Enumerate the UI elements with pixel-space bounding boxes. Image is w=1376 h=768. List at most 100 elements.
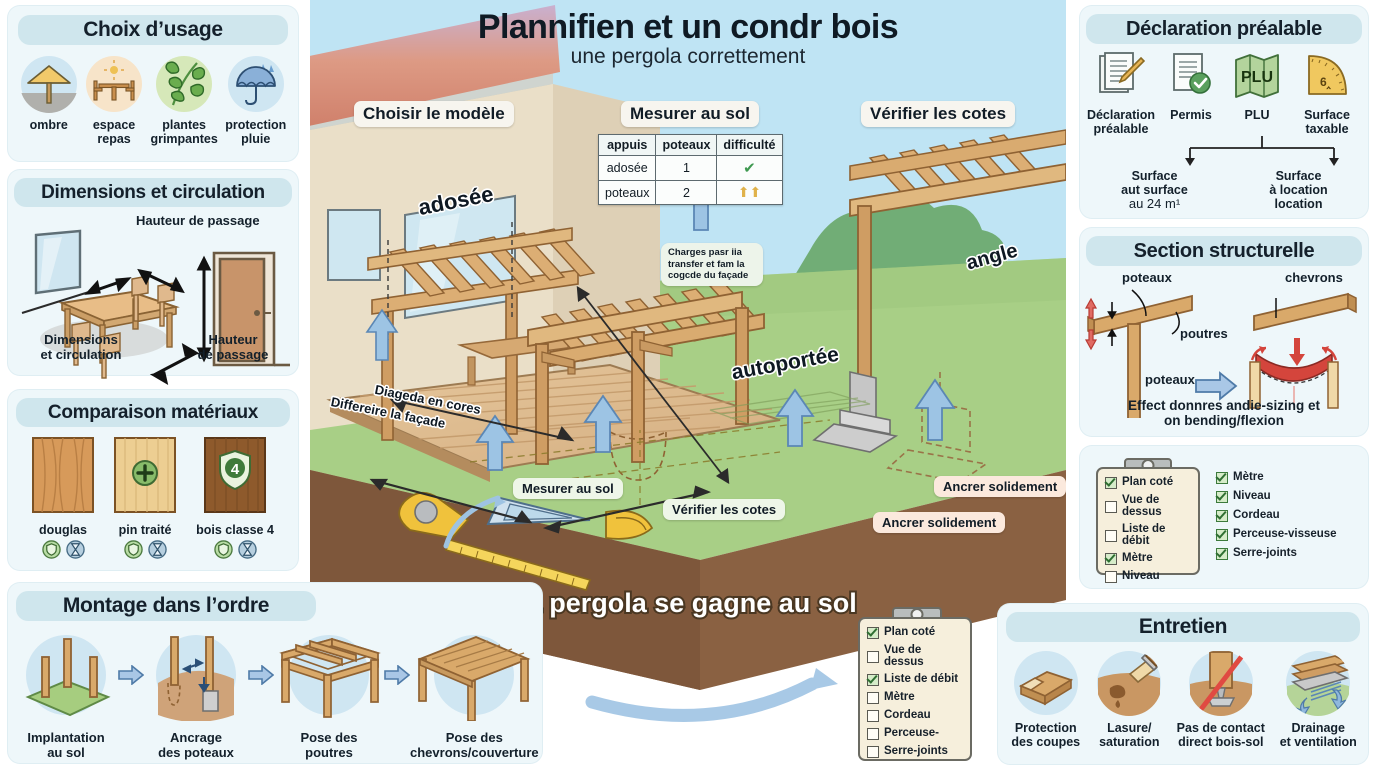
checklist-item[interactable]: Vue de dessus (1105, 494, 1191, 518)
declaration-item-permis[interactable]: Permis (1160, 52, 1222, 122)
wood-swatch-douglas-icon (32, 437, 95, 513)
checklist-item[interactable]: Niveau (1105, 571, 1191, 583)
parasol-icon (20, 56, 77, 113)
panel-choix-usage-heading: Choix d’usage (18, 15, 288, 45)
climbing-plants-icon (156, 56, 213, 112)
usage-item-ombre[interactable]: ombre (20, 55, 78, 132)
material-item-bois-classe-4[interactable]: 4 bois classe 4 (196, 437, 274, 559)
checkbox-checked-icon[interactable] (867, 627, 879, 639)
checklist-item[interactable]: Mètre (1216, 472, 1337, 484)
checklist-item[interactable]: Mètre (1105, 553, 1191, 565)
material-item-douglas[interactable]: douglas (32, 437, 95, 559)
callout-line-3: cogcde du façade (668, 270, 749, 282)
umbrella-rain-icon (227, 56, 284, 112)
checkbox-icon[interactable] (867, 728, 879, 740)
checklist-item-label: Serre-joints (1233, 547, 1297, 560)
checklist-item[interactable]: Plan coté (1105, 477, 1191, 489)
scene-banner-text: la pergola se gagne au sol (519, 588, 857, 618)
checkbox-checked-icon[interactable] (1216, 510, 1228, 522)
checkbox-checked-icon[interactable] (1216, 529, 1228, 541)
checklist-item[interactable]: Mètre (867, 692, 963, 704)
checkbox-checked-icon[interactable] (1105, 553, 1117, 565)
material-item-pin-traite[interactable]: pin traité (114, 437, 177, 559)
panel-materiaux: Comparaison matériaux douglas (8, 390, 298, 570)
wood-swatch-classe4-icon: 4 (204, 437, 267, 513)
checkbox-checked-icon[interactable] (867, 674, 879, 686)
posts-on-ground-icon (25, 635, 111, 717)
checklist-item-label: Cordeau (1233, 509, 1280, 522)
panel-section-structurelle: Section structurelle (1080, 228, 1368, 436)
td-appuis-adossee: adosée (597, 155, 657, 181)
usage-item-label: ombre (29, 118, 68, 132)
checkbox-checked-icon[interactable] (1216, 548, 1228, 560)
dimensions-illustration: Hauteur de passage (8, 207, 298, 386)
shield-icon (123, 540, 143, 559)
checklist-item-label: Plan coté (884, 626, 936, 639)
checkbox-checked-icon[interactable] (1216, 472, 1228, 484)
svg-text:6‸: 6‸ (1320, 75, 1332, 90)
checklist-item[interactable]: Plan coté (867, 627, 963, 639)
checklist-item[interactable]: Serre-joints (1216, 548, 1337, 560)
checklist-item[interactable]: Cordeau (1216, 510, 1337, 522)
check-icon: ✔ (716, 155, 783, 181)
table-row: poteaux 2 ⬆⬆ (597, 180, 783, 205)
panel-section-heading: Section structurelle (1086, 236, 1362, 266)
page-title: Plannifien et un condr bois (477, 8, 899, 46)
entretien-item-lasure[interactable]: Lasure/saturation (1090, 650, 1170, 749)
checkbox-checked-icon[interactable] (1216, 491, 1228, 503)
checklist-item-label: Niveau (1233, 490, 1271, 503)
arrow-right-icon (118, 664, 145, 690)
checklist-item-label: Mètre (1233, 471, 1264, 484)
dimensions-svg (21, 229, 290, 386)
checkbox-icon[interactable] (867, 692, 879, 704)
checkbox-icon[interactable] (867, 710, 879, 722)
checklist-item[interactable]: Cordeau (867, 710, 963, 722)
checkbox-icon[interactable] (867, 650, 879, 663)
checkbox-icon[interactable] (867, 746, 879, 758)
checklist-item[interactable]: Liste de débit (1105, 523, 1191, 547)
main-illustration: la pergola se gagne au sol Choisir le mo… (310, 0, 1066, 768)
checkbox-icon[interactable] (1105, 500, 1117, 513)
checkbox-icon[interactable] (1105, 529, 1117, 542)
checklist-item[interactable]: Perceuse-visseuse (1216, 529, 1337, 541)
materiaux-items: douglas (8, 427, 298, 559)
td-poteaux-1: 1 (655, 155, 718, 181)
checklist-item[interactable]: Niveau (1216, 491, 1337, 503)
checkbox-checked-icon[interactable] (1105, 477, 1117, 489)
checklist-item[interactable]: Liste de débit (867, 674, 963, 686)
model-comparison-table: appuis poteaux difficulté adosée 1 ✔ pot… (597, 134, 783, 205)
checklist-item[interactable]: Vue de dessus (867, 644, 963, 668)
checklist-item[interactable]: Perceuse- (867, 728, 963, 740)
section-svg (1084, 289, 1357, 418)
table-chairs-icon (86, 56, 143, 112)
declaration-item-plu[interactable]: PLU PLU (1226, 52, 1288, 122)
section-label-poteaux-top: poteaux (1122, 270, 1172, 285)
callout-line-1: Charges pasr iia (668, 247, 742, 258)
panel-dimensions: Dimensions et circulation Hauteur de pas… (8, 170, 298, 386)
checklist-item-label: Perceuse- (884, 727, 939, 740)
checklist-item[interactable]: Serre-joints (867, 746, 963, 758)
pill-ancrer-solidement-center: Ancrer solidement (873, 512, 1006, 533)
checkbox-icon[interactable] (1105, 571, 1117, 583)
